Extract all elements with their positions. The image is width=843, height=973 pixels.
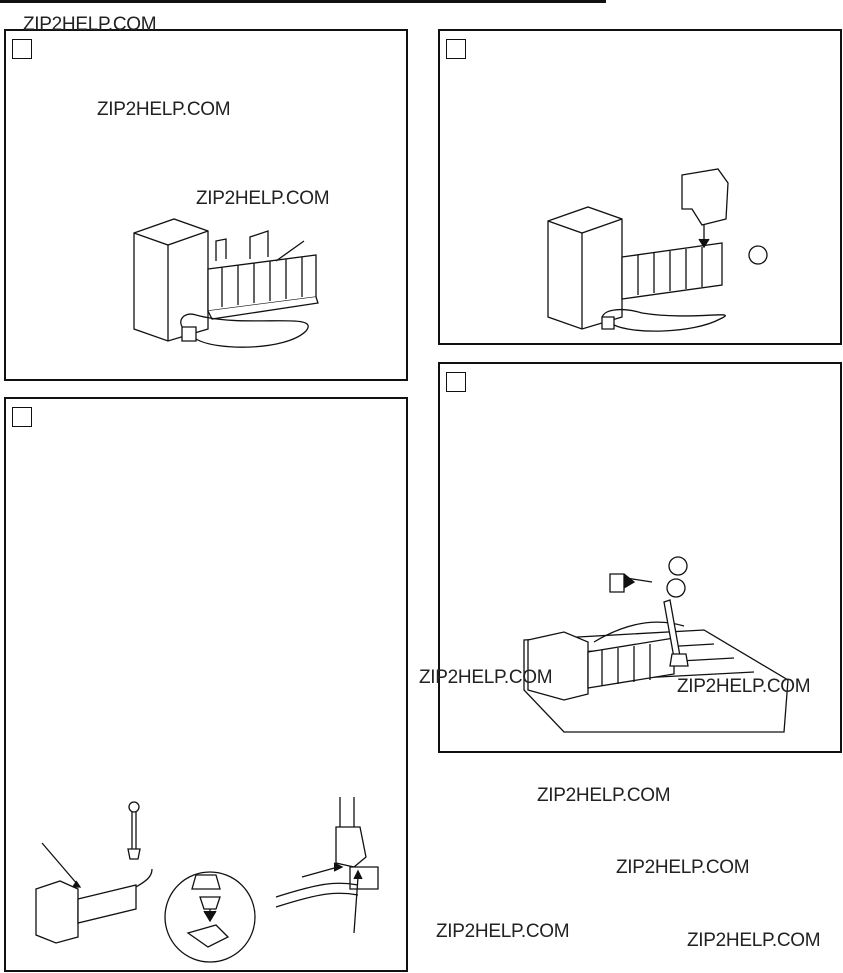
header-rule — [0, 0, 606, 3]
watermark-4: ZIP2HELP.COM — [419, 667, 553, 688]
icemaker-illustration-1 — [126, 211, 366, 361]
watermark-5: ZIP2HELP.COM — [677, 676, 811, 697]
instruction-panel-2 — [438, 29, 842, 345]
watermark-6: ZIP2HELP.COM — [537, 785, 671, 806]
watermark-2: ZIP2HELP.COM — [97, 99, 231, 120]
watermark-8: ZIP2HELP.COM — [436, 921, 570, 942]
icemaker-wiring-illustration — [20, 797, 400, 967]
icemaker-install-illustration — [524, 554, 834, 734]
instruction-panel-3 — [4, 397, 408, 972]
instruction-panel-1 — [4, 29, 408, 381]
watermark-7: ZIP2HELP.COM — [616, 857, 750, 878]
step-number-box-2 — [446, 39, 466, 59]
step-number-box-3 — [12, 407, 32, 427]
watermark-3: ZIP2HELP.COM — [196, 188, 330, 209]
watermark-9: ZIP2HELP.COM — [687, 930, 821, 951]
icemaker-illustration-2 — [542, 169, 782, 339]
step-number-box-4 — [446, 372, 466, 392]
step-number-box-1 — [12, 39, 32, 59]
instruction-panel-4 — [438, 362, 842, 753]
watermark-1: ZIP2HELP.COM — [23, 14, 157, 35]
